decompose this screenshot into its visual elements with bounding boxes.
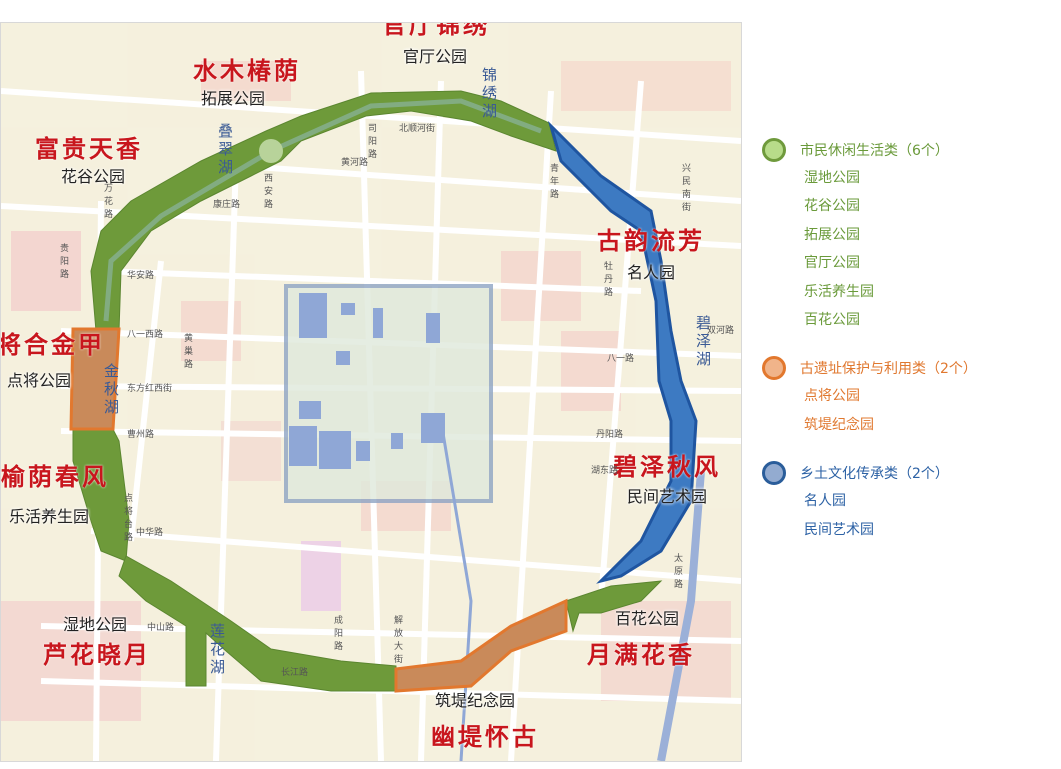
road-label: 北顺河街 <box>399 124 436 134</box>
park-label-lehuo[interactable]: 乐活养生园 <box>9 507 90 526</box>
road-label: 兴民南街 <box>680 163 690 215</box>
road-label: 牡丹路 <box>602 261 612 300</box>
road-label: 八一路 <box>607 354 635 364</box>
legend-group-culture: 乡土文化传承类（2个） 名人园 民间艺术园 <box>762 459 1052 544</box>
legend-item[interactable]: 民间艺术园 <box>804 521 874 538</box>
road-label: 长江路 <box>281 668 309 678</box>
road-label: 中山路 <box>147 623 175 633</box>
road-label: 成阳路 <box>332 615 342 654</box>
legend-title: 乡土文化传承类（2个） <box>800 466 949 483</box>
road-label: 中华路 <box>136 528 164 538</box>
road-label: 八一西路 <box>127 330 164 340</box>
park-label-dianjiang[interactable]: 点将公园 <box>7 371 72 390</box>
lake-label-diecui: 叠翠湖 <box>216 123 234 177</box>
theme-label-guyun: 古韵流芳 <box>597 226 705 255</box>
road-label: 黄河路 <box>341 158 369 168</box>
legend-item[interactable]: 乐活养生园 <box>804 283 874 300</box>
legend-item[interactable]: 花谷公园 <box>804 198 860 215</box>
theme-label-jiangjia: 将合金甲 <box>0 330 105 359</box>
road-label: 点将台路 <box>122 493 132 545</box>
theme-label-yueman: 月满花香 <box>587 640 695 669</box>
theme-label-bize: 碧泽秋风 <box>613 452 721 481</box>
road-label: 解放大街 <box>392 615 402 667</box>
road-label: 万花路 <box>102 183 112 222</box>
road-label: 青年路 <box>548 163 558 202</box>
park-label-huagu[interactable]: 花谷公园 <box>61 167 126 186</box>
lake-label-jinqiu: 金秋湖 <box>102 363 120 417</box>
park-label-tuozhan[interactable]: 拓展公园 <box>201 89 266 108</box>
theme-label-fugui: 富贵天香 <box>35 134 143 163</box>
park-ring-map[interactable]: 官厅锦绣 官厅公园 水木椿荫 拓展公园 富贵天香 花谷公园 将合金甲 点将公园 … <box>0 22 742 762</box>
map-graphics <box>1 23 741 761</box>
park-label-zhudi[interactable]: 筑堤纪念园 <box>435 691 516 710</box>
park-label-minjian[interactable]: 民间艺术园 <box>627 487 708 506</box>
road-label: 湖东路 <box>591 466 619 476</box>
park-label-shidi[interactable]: 湿地公园 <box>63 615 128 634</box>
lake-label-jinxiu: 锦绣湖 <box>480 67 498 121</box>
park-label-baihua[interactable]: 百花公园 <box>615 609 680 628</box>
legend-item[interactable]: 点将公园 <box>804 388 860 405</box>
park-label-guanting[interactable]: 官厅公园 <box>403 47 468 66</box>
theme-label-youdi: 幽堤怀古 <box>431 722 539 751</box>
road-label: 贵阳路 <box>58 243 68 282</box>
legend-item[interactable]: 筑堤纪念园 <box>804 416 874 433</box>
legend-item[interactable]: 湿地公园 <box>804 170 860 186</box>
road-label: 西安路 <box>262 173 272 212</box>
legend-item[interactable]: 名人园 <box>804 493 846 510</box>
road-label: 丹阳路 <box>596 430 624 440</box>
legend-group-heritage: 古遗址保护与利用类（2个） 点将公园 筑堤纪念园 <box>762 354 1052 439</box>
legend-item[interactable]: 拓展公园 <box>804 226 860 243</box>
legend-title: 古遗址保护与利用类（2个） <box>800 361 977 378</box>
road-label: 华安路 <box>127 271 155 281</box>
legend-group-leisure: 市民休闲生活类（6个） 湿地公园 花谷公园 拓展公园 官厅公园 乐活养生园 百花… <box>762 136 1052 334</box>
road-label: 曹州路 <box>127 430 155 440</box>
legend-title: 市民休闲生活类（6个） <box>800 143 949 159</box>
orange-circle-icon <box>762 356 786 381</box>
road-label: 黄巢路 <box>182 333 192 372</box>
lake-label-lianhua: 莲花湖 <box>208 623 226 677</box>
legend-item[interactable]: 官厅公园 <box>804 255 860 272</box>
theme-label-guanting: 官厅锦绣 <box>382 22 490 39</box>
road-label: 双河路 <box>707 326 735 336</box>
road-label: 东方红西街 <box>127 384 173 394</box>
road-label: 太原路 <box>672 553 682 592</box>
road-label: 司阳路 <box>366 123 376 162</box>
theme-label-luhua: 芦花晓月 <box>43 640 151 669</box>
green-circle-icon <box>762 138 786 162</box>
road-label: 康庄路 <box>213 200 241 210</box>
theme-label-yuyin: 榆荫春风 <box>1 462 109 491</box>
legend-item[interactable]: 百花公园 <box>804 311 860 328</box>
park-label-mingren[interactable]: 名人园 <box>627 263 676 282</box>
theme-label-shuimu: 水木椿荫 <box>193 56 301 85</box>
blue-circle-icon <box>762 461 786 486</box>
lake-label-bize: 碧泽湖 <box>694 315 712 369</box>
legend: 市民休闲生活类（6个） 湿地公园 花谷公园 拓展公园 官厅公园 乐活养生园 百花… <box>762 136 1052 564</box>
